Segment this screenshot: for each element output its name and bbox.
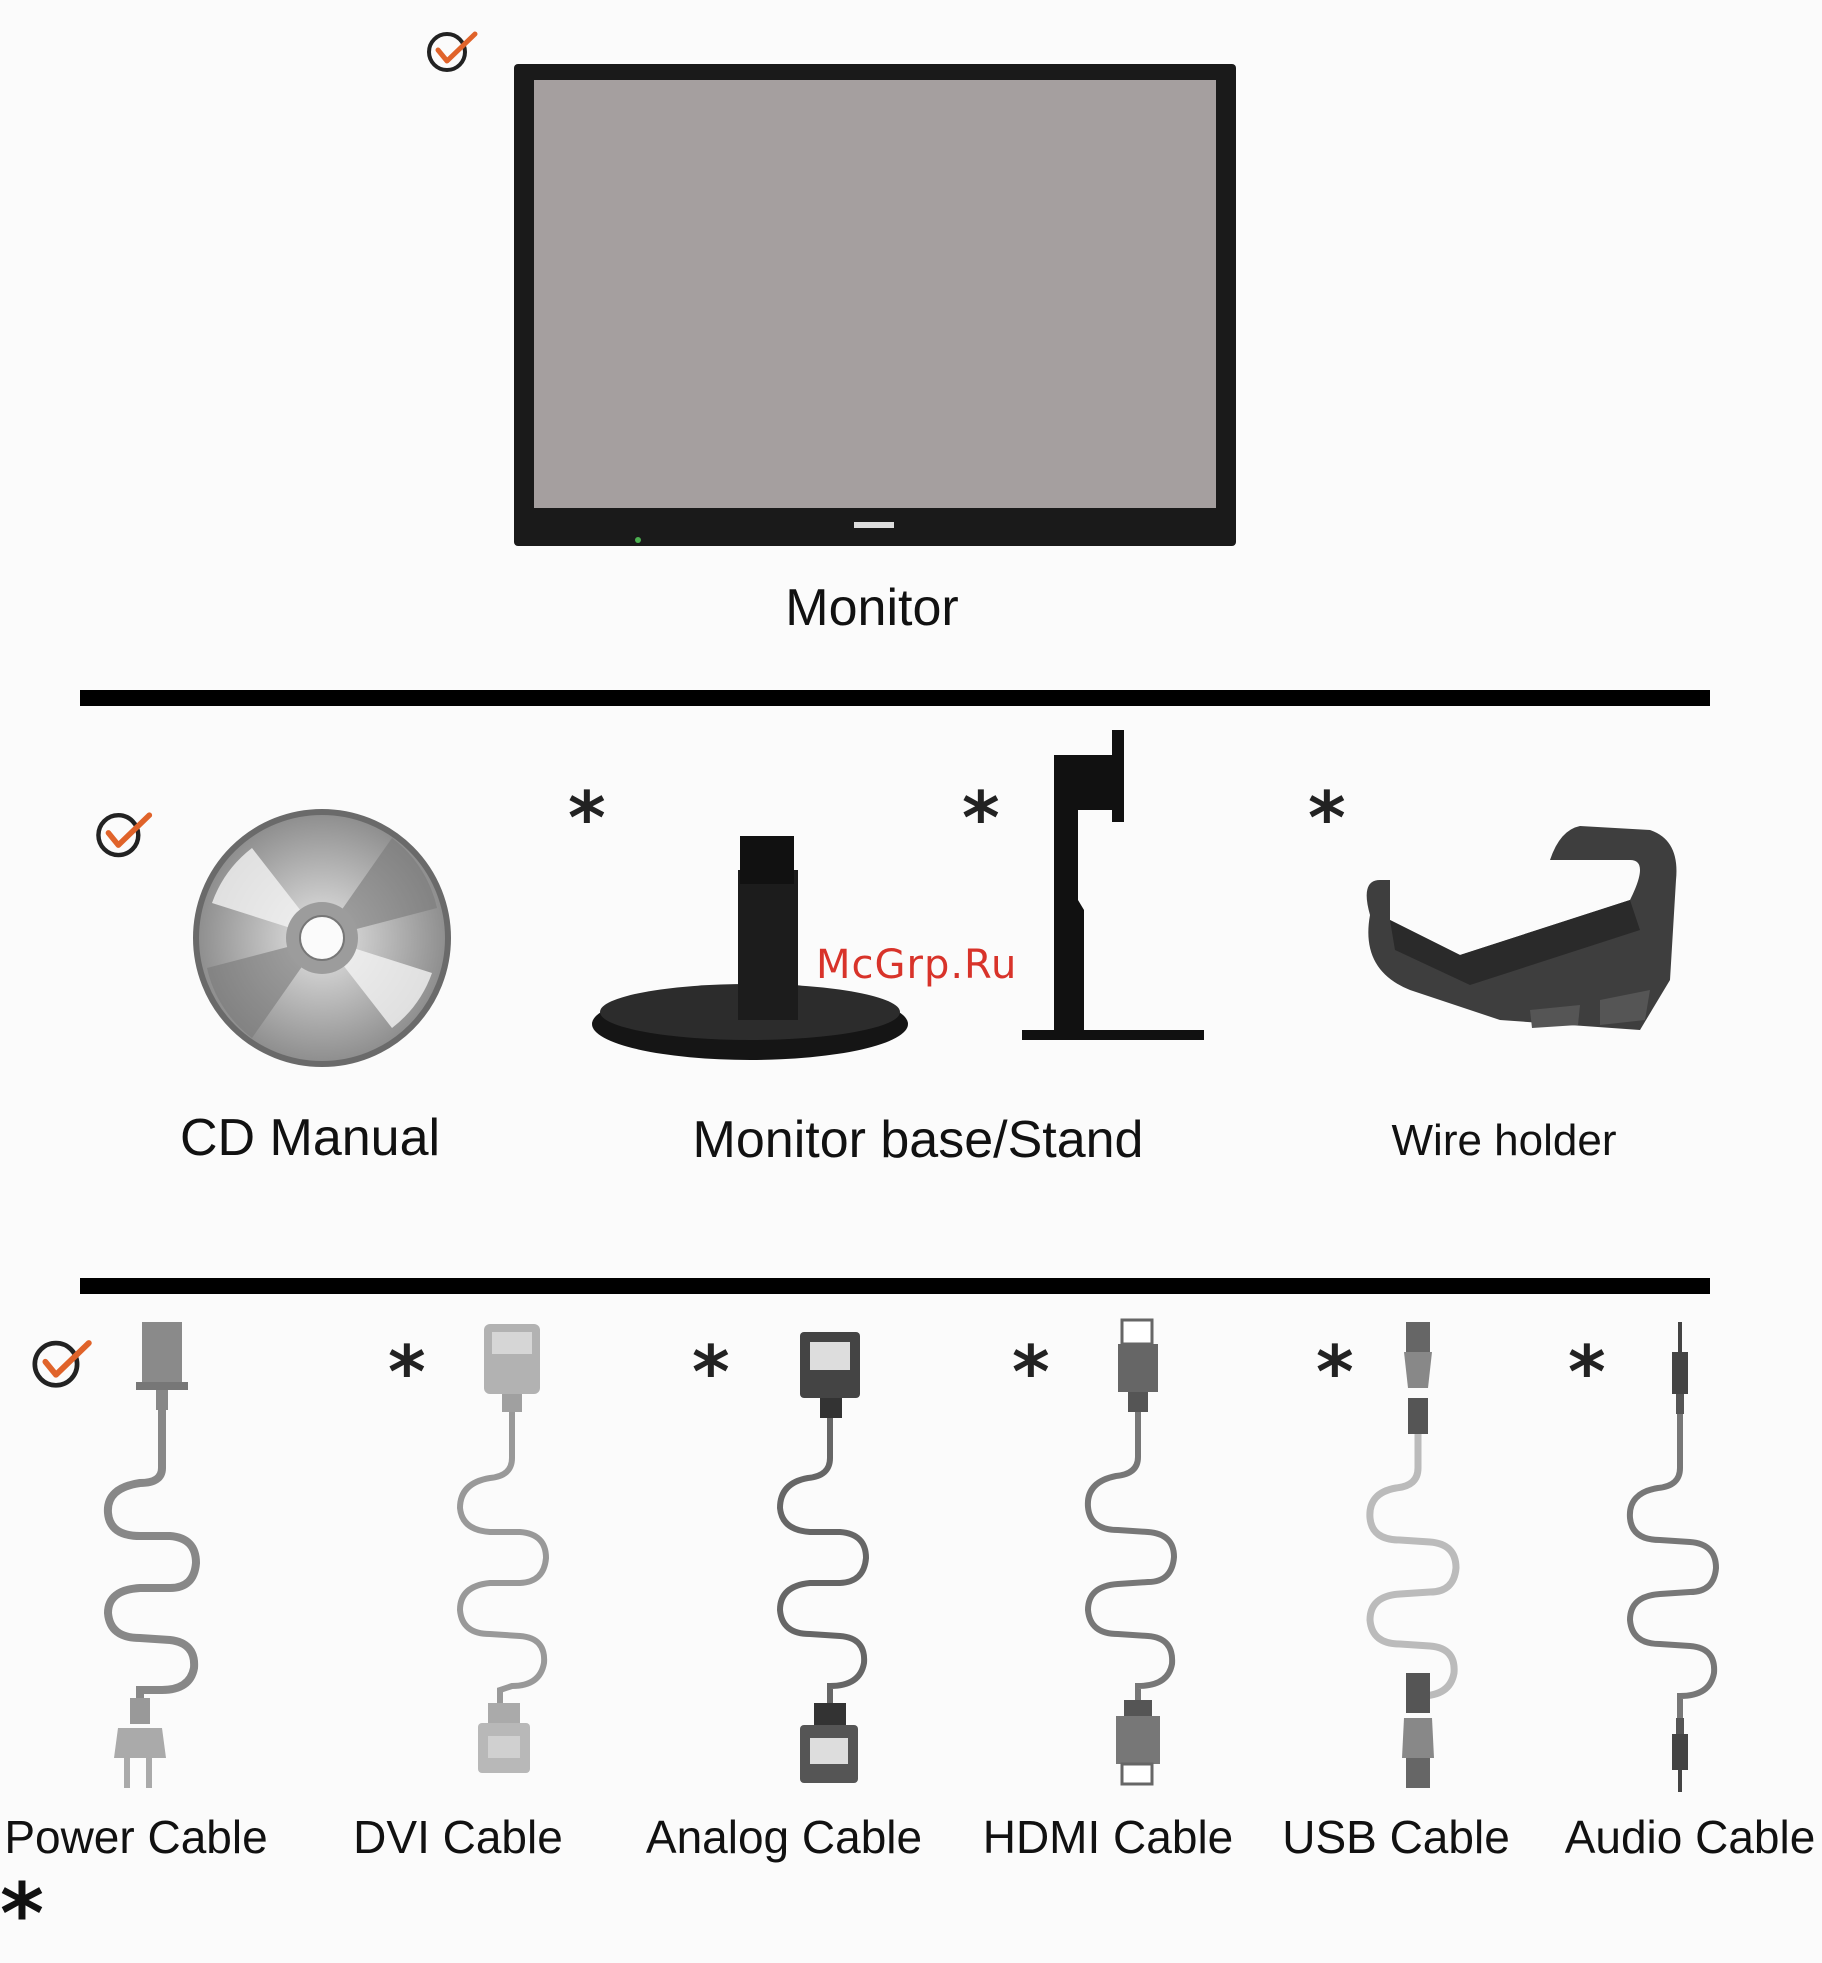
hdmi-cable-illustration <box>1078 1312 1188 1794</box>
optional-asterisk: * <box>692 1336 730 1408</box>
wire-holder-label: Wire holder <box>1392 1116 1617 1166</box>
cd-manual-label: CD Manual <box>180 1108 440 1168</box>
cd-illustration <box>192 808 452 1068</box>
optional-asterisk: * <box>1308 782 1346 854</box>
section-divider-top <box>80 690 1710 706</box>
watermark: McGrp.Ru <box>816 942 1017 988</box>
analog-cable-label: Analog Cable <box>646 1810 922 1864</box>
check-icon <box>30 1336 96 1390</box>
usb-cable-illustration <box>1360 1318 1470 1794</box>
audio-cable-illustration <box>1620 1318 1730 1794</box>
hdmi-cable-label: HDMI Cable <box>983 1810 1234 1864</box>
optional-asterisk: * <box>388 1336 426 1408</box>
power-cable-illustration <box>100 1318 210 1794</box>
optional-asterisk: * <box>1568 1336 1606 1408</box>
optional-asterisk: * <box>1316 1336 1354 1408</box>
analog-cable-illustration <box>770 1318 880 1794</box>
check-icon <box>94 808 156 860</box>
monitor-illustration <box>510 60 1240 550</box>
wire-holder-illustration <box>1350 820 1680 1050</box>
optional-asterisk: * <box>962 782 1000 854</box>
dvi-cable-illustration <box>450 1318 560 1794</box>
monitor-stand-illustration <box>1018 730 1208 1050</box>
usb-cable-label: USB Cable <box>1282 1810 1510 1864</box>
dvi-cable-label: DVI Cable <box>353 1810 563 1864</box>
monitor-label: Monitor <box>785 578 958 638</box>
optional-asterisk-footnote: * <box>0 1872 44 1956</box>
check-icon <box>425 28 481 74</box>
audio-cable-label: Audio Cable <box>1565 1810 1816 1864</box>
optional-asterisk: * <box>1012 1336 1050 1408</box>
power-cable-label: Power Cable <box>4 1810 267 1864</box>
section-divider-bottom <box>80 1278 1710 1294</box>
monitor-base-stand-label: Monitor base/Stand <box>693 1110 1144 1170</box>
